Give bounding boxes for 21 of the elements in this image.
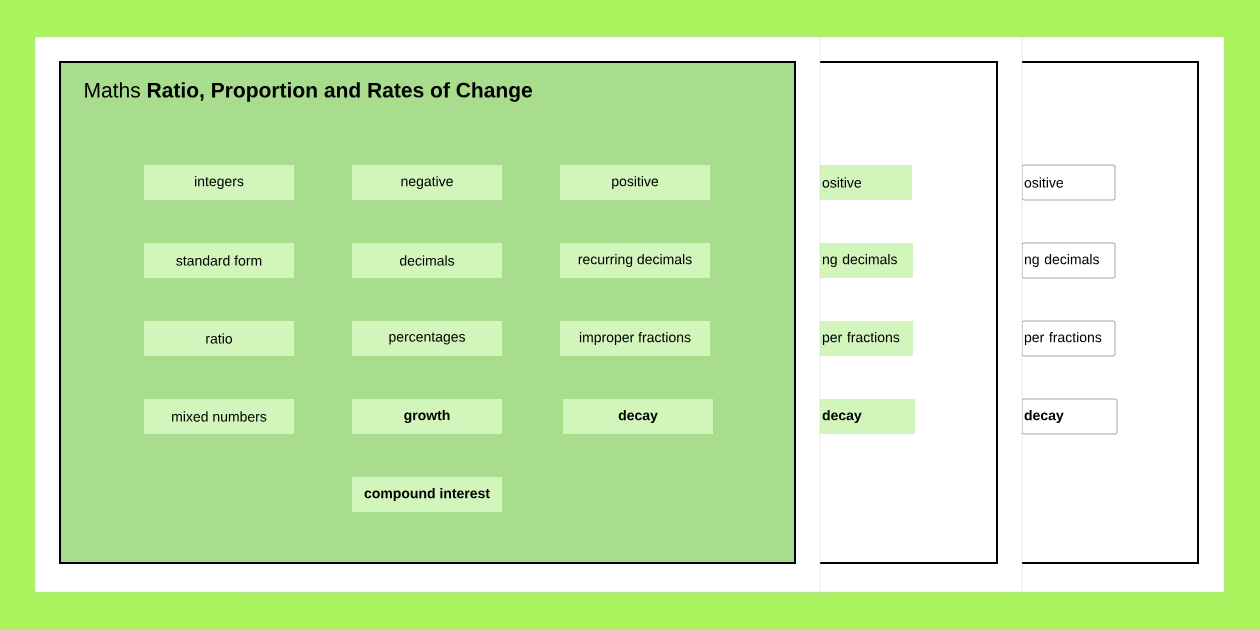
word-card: decay <box>563 399 713 434</box>
word-card: decay <box>1021 398 1118 435</box>
word-card: integers <box>144 165 294 200</box>
word-card: decimals <box>352 243 502 278</box>
word-card: recurring decimals <box>560 243 710 278</box>
word-card: growth <box>352 399 502 434</box>
word-card: ositive <box>820 165 912 200</box>
word-card: ng decimals <box>1021 242 1116 279</box>
word-card: per fractions <box>1021 320 1116 357</box>
word-card: decay <box>820 399 915 434</box>
word-card: compound interest <box>352 477 502 512</box>
word-card: ratio <box>144 321 294 356</box>
word-card: ositive <box>1021 164 1116 201</box>
word-card: positive <box>560 165 710 200</box>
word-card: improper fractions <box>560 321 710 356</box>
word-card: ng decimals <box>820 243 913 278</box>
word-card: mixed numbers <box>144 399 294 434</box>
word-card: percentages <box>352 321 502 356</box>
word-card: negative <box>352 165 502 200</box>
word-card: per fractions <box>820 321 913 356</box>
word-card: standard form <box>144 243 294 278</box>
